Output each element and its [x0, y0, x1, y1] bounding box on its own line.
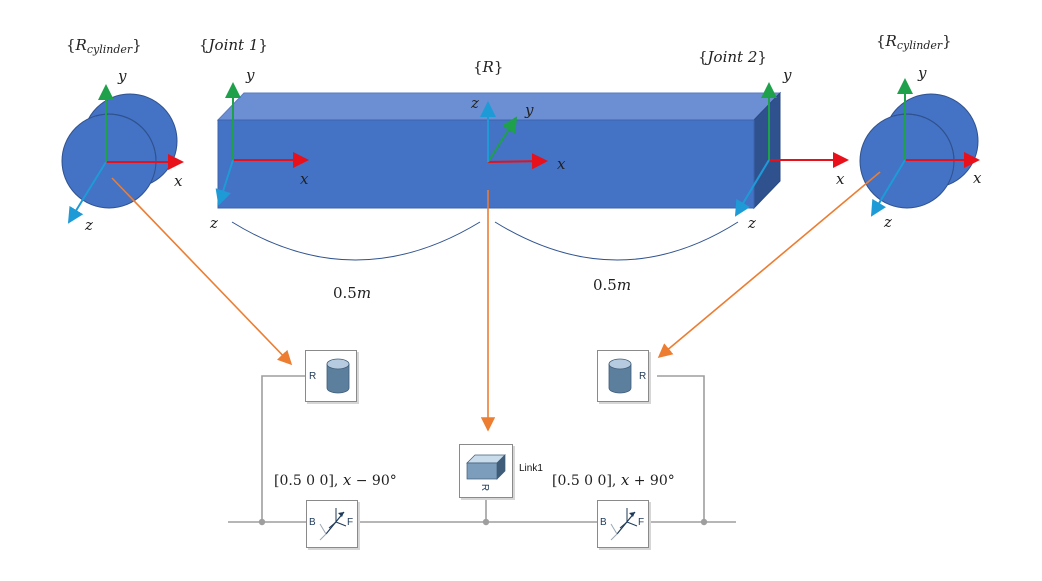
- port-label-b: B: [309, 517, 316, 528]
- brick-icon: [466, 454, 506, 480]
- port-label-f: F: [638, 517, 645, 528]
- axis-label-x: x: [836, 170, 845, 188]
- axes-center: [480, 101, 548, 170]
- connector-right-cylinder: [657, 171, 881, 359]
- port-label-f: F: [347, 517, 354, 528]
- frame-symbol: Joint 1: [208, 36, 259, 54]
- axes-left-cylinder: [67, 84, 184, 224]
- transform-axis: x: [620, 471, 630, 489]
- y-axis-arrow: [487, 116, 518, 163]
- dimension-value: 0.5: [333, 284, 357, 302]
- link-bar: [216, 91, 782, 210]
- dimension-label-left: 0.5m: [333, 284, 371, 302]
- rigid-transform-left[interactable]: B F: [306, 500, 358, 548]
- axis-label-x: x: [174, 172, 183, 190]
- frame-transform-icon: [610, 508, 638, 541]
- wire-left-cylinder: [261, 375, 305, 522]
- cylinder-icon: [608, 358, 632, 394]
- solid-block-link1[interactable]: R: [459, 444, 513, 498]
- axes-joint1: [215, 82, 309, 206]
- solid-block-left-cylinder[interactable]: R: [305, 350, 357, 402]
- axes-joint2: [734, 82, 849, 217]
- axis-label-y: y: [525, 101, 534, 119]
- transform-axis: x: [342, 471, 352, 489]
- axis-label-y: y: [246, 66, 255, 84]
- transform-label-right: [0.5 0 0], x + 90°: [552, 471, 675, 489]
- frame-label-joint1: {Joint 1}: [199, 36, 268, 54]
- port-label-r: R: [309, 371, 317, 382]
- transform-label-left: [0.5 0 0], x − 90°: [274, 471, 397, 489]
- transform-angle: + 90°: [633, 473, 675, 489]
- solid-block-right-cylinder[interactable]: R: [597, 350, 649, 402]
- wire-right-cylinder: [657, 375, 705, 522]
- frame-symbol: R: [482, 58, 494, 76]
- left-cylinder: [61, 93, 178, 209]
- frame-transform-icon: [319, 508, 347, 541]
- link-bar-top-face: [216, 92, 782, 121]
- rigid-transform-right[interactable]: B F: [597, 500, 649, 548]
- axes-right-cylinder: [870, 78, 980, 217]
- axis-label-y: y: [783, 66, 792, 84]
- axis-label-z: z: [471, 94, 479, 112]
- dimension-unit: m: [356, 284, 372, 302]
- axis-label-x: x: [557, 155, 566, 173]
- frame-label-right-cylinder: {Rcylinder}: [876, 32, 952, 52]
- dimension-label-right: 0.5m: [593, 276, 631, 294]
- x-axis-arrow: [487, 153, 548, 170]
- block-name-link1: Link1: [519, 463, 543, 474]
- junction-left: [258, 518, 266, 526]
- port-label-r: R: [639, 371, 647, 382]
- port-label-r: R: [479, 483, 491, 492]
- connector-left-cylinder: [111, 177, 293, 366]
- z-axis-arrow: [870, 159, 906, 217]
- frame-label-left-cylinder: {Rcylinder}: [66, 36, 142, 56]
- frame-subscript: cylinder: [896, 39, 943, 52]
- link-bar-front-face: [217, 119, 755, 209]
- right-cylinder: [859, 93, 979, 209]
- dimension-arc-right: [494, 221, 739, 261]
- port-label-b: B: [600, 517, 607, 528]
- frame-subscript: cylinder: [86, 43, 133, 56]
- frame-symbol: R: [75, 36, 87, 54]
- junction-center: [482, 518, 490, 526]
- axis-label-x: x: [973, 169, 982, 187]
- z-axis-arrow: [215, 159, 234, 206]
- dimension-arc-left: [231, 221, 481, 261]
- frame-label-center: {R}: [473, 58, 504, 76]
- cylinder-icon: [326, 358, 350, 394]
- transform-angle: − 90°: [355, 473, 397, 489]
- axis-label-z: z: [748, 214, 756, 232]
- transform-vector: [0.5 0 0],: [552, 473, 617, 489]
- dimension-unit: m: [616, 276, 632, 294]
- axis-label-z: z: [884, 213, 892, 231]
- frame-symbol: Joint 2: [707, 48, 758, 66]
- axis-label-z: z: [85, 216, 93, 234]
- dimension-value: 0.5: [593, 276, 617, 294]
- axis-label-x: x: [300, 170, 309, 188]
- frame-symbol: R: [885, 32, 897, 50]
- z-axis-arrow: [67, 161, 107, 224]
- junction-right: [700, 518, 708, 526]
- axis-label-y: y: [918, 64, 927, 82]
- axis-label-z: z: [210, 214, 218, 232]
- frame-label-joint2: {Joint 2}: [698, 48, 767, 66]
- z-axis-arrow: [734, 159, 770, 217]
- axis-label-y: y: [118, 67, 127, 85]
- transform-vector: [0.5 0 0],: [274, 473, 339, 489]
